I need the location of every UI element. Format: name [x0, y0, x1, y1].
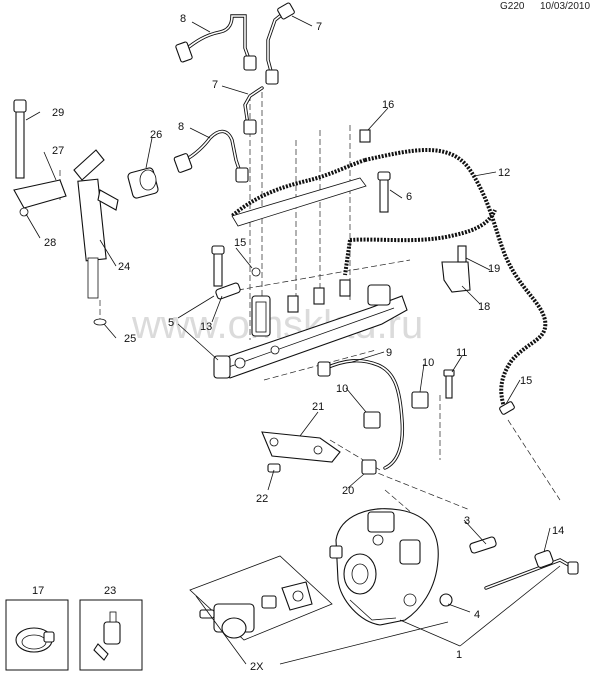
- callout-6: 6: [406, 191, 412, 203]
- callout-14: 14: [552, 525, 564, 537]
- callout-23: 23: [104, 585, 116, 597]
- callout-9: 9: [386, 347, 392, 359]
- diagram-date: 10/03/2010: [540, 1, 591, 12]
- callouts: 8 7 7 8 16 26 29 27 28 24 25 6 12 15 19 …: [32, 13, 564, 673]
- callout-16: 16: [382, 99, 394, 111]
- inset-23: [79, 599, 143, 671]
- callout-24: 24: [118, 261, 130, 273]
- callout-21: 21: [312, 401, 324, 413]
- fuel-supply-pipe: [317, 359, 405, 475]
- bracket-18: [441, 245, 471, 293]
- callout-7a: 7: [316, 21, 322, 33]
- callout-11: 11: [456, 347, 467, 359]
- callout-4: 4: [474, 609, 480, 621]
- callout-25: 25: [124, 333, 136, 345]
- clip-15: [499, 401, 515, 415]
- callout-17: 17: [32, 585, 44, 597]
- pump-fittings: [439, 536, 497, 607]
- callout-26: 26: [150, 129, 162, 141]
- bracket-21: [261, 431, 341, 473]
- pipe-clips: [363, 369, 455, 429]
- leader-lines: [25, 15, 561, 665]
- bolt-6: [377, 171, 391, 213]
- injector-connector: [127, 167, 159, 199]
- injector-assembly: [13, 99, 119, 326]
- callout-10b: 10: [336, 383, 348, 395]
- callout-1: 1: [456, 649, 462, 661]
- callout-5: 5: [168, 317, 174, 329]
- callout-8b: 8: [178, 121, 184, 133]
- callout-19: 19: [488, 263, 500, 275]
- pressure-valve-kit: [189, 555, 333, 641]
- callout-29: 29: [52, 107, 64, 119]
- callout-12: 12: [498, 167, 510, 179]
- callout-3: 3: [464, 515, 470, 527]
- leak-off-line: [231, 129, 371, 227]
- callout-13: 13: [200, 321, 212, 333]
- diagram-code: G220: [500, 1, 525, 12]
- callout-27: 27: [52, 145, 64, 157]
- callout-18: 18: [478, 301, 490, 313]
- callout-2x: 2X: [250, 661, 264, 673]
- callout-8a: 8: [180, 13, 186, 25]
- injector-pipes: [173, 2, 295, 183]
- inset-17: [5, 599, 69, 671]
- fuel-rail: [213, 279, 408, 379]
- callout-20: 20: [342, 485, 354, 497]
- wiring-harness-sleeve: [230, 148, 548, 411]
- callout-22: 22: [256, 493, 268, 505]
- callout-15a: 15: [234, 237, 246, 249]
- callout-15b: 15: [520, 375, 532, 387]
- pump-outlet-pipe: [484, 549, 579, 590]
- bolt-13-15: [211, 245, 261, 300]
- callout-7b: 7: [212, 79, 218, 91]
- high-pressure-pump: [329, 508, 439, 626]
- callout-10a: 10: [422, 357, 434, 369]
- callout-28: 28: [44, 237, 56, 249]
